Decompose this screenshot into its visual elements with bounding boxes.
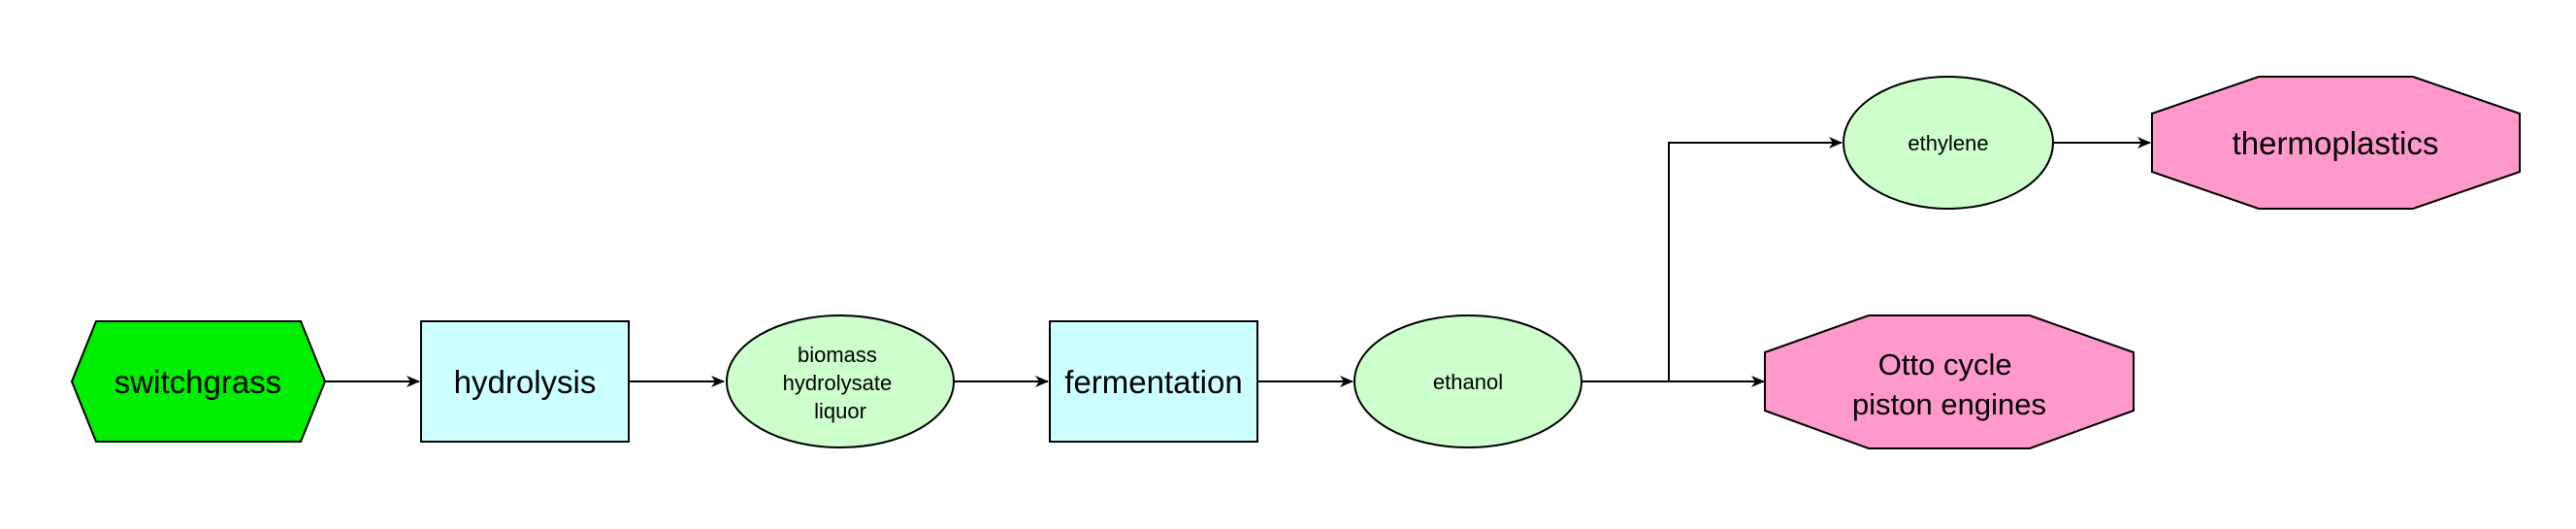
biomass-liquor-ellipse (726, 314, 955, 448)
fermentation-box (1049, 320, 1258, 443)
edges (325, 137, 2151, 387)
biomass-liquor-label: biomass hydrolysate liquor (783, 343, 898, 423)
node-ethanol: ethanol (1353, 314, 1582, 448)
node-otto-cycle-piston-engines: Otto cycle piston engines (1764, 314, 2135, 449)
hydrolysis-label: hydrolysis (454, 364, 597, 400)
biomass-liquor-line-1: biomass (798, 343, 877, 367)
otto-engines-octagon (1764, 314, 2135, 449)
fermentation-label: fermentation (1064, 364, 1242, 400)
otto-engines-line-1: Otto cycle (1878, 347, 2012, 381)
biomass-liquor-line-3: liquor (814, 399, 866, 423)
node-switchgrass: switchgrass (70, 320, 327, 443)
node-ethylene: ethylene (1842, 76, 2054, 210)
thermoplastics-label: thermoplastics (2233, 125, 2439, 161)
otto-engines-line-2: piston engines (1852, 387, 2046, 421)
switchgrass-label: switchgrass (114, 364, 281, 400)
node-hydrolysis: hydrolysis (420, 320, 630, 443)
otto-engines-label: Otto cycle piston engines (1852, 347, 2046, 421)
ethanol-ellipse (1353, 314, 1582, 448)
biomass-liquor-line-2: hydrolysate (783, 371, 893, 395)
hydrolysis-box (420, 320, 630, 443)
thermoplastics-octagon (2151, 76, 2521, 210)
ethylene-ellipse (1842, 76, 2054, 210)
ethylene-label: ethylene (1908, 131, 1988, 155)
node-biomass-hydrolysate-liquor: biomass hydrolysate liquor (726, 314, 955, 448)
switchgrass-hexagon (70, 320, 327, 443)
node-thermoplastics: thermoplastics (2151, 76, 2521, 210)
node-fermentation: fermentation (1049, 320, 1258, 443)
edge-ethanol-to-ethylene (1581, 137, 1842, 382)
ethanol-label: ethanol (1433, 370, 1503, 394)
